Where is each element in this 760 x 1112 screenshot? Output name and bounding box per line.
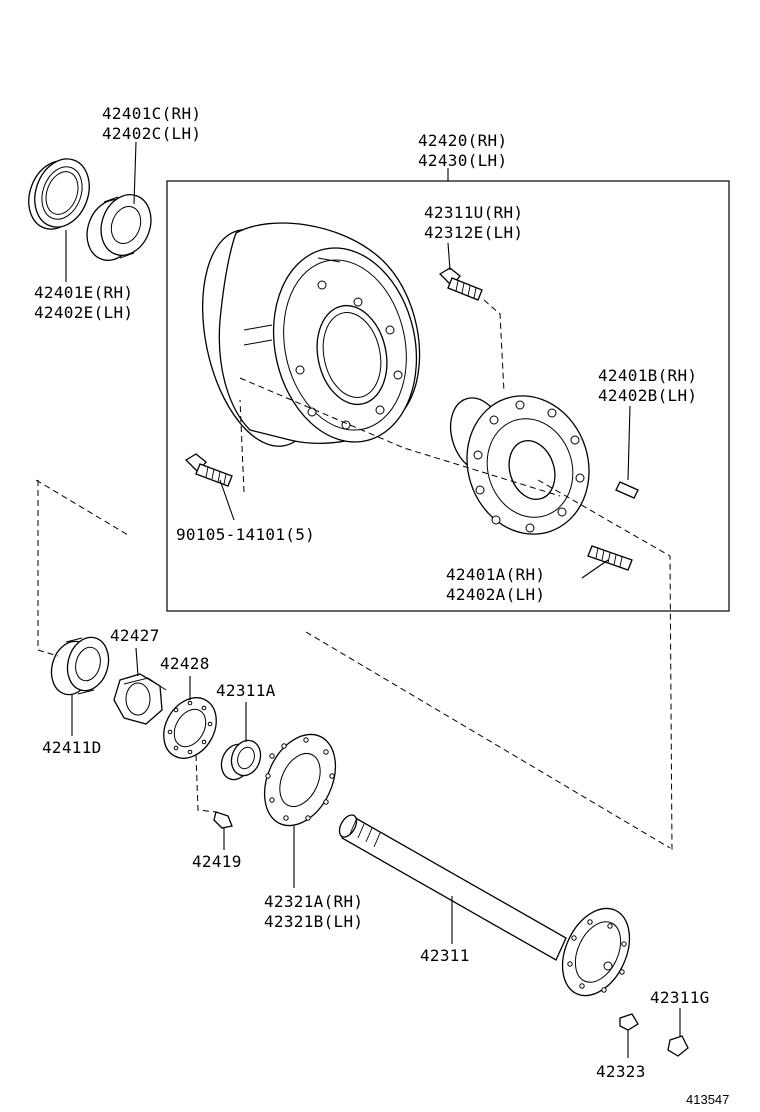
bearing-42411D[interactable] [46,633,115,700]
label-42401A: 42401A(RH) [446,565,545,584]
label-42321B: 42321B(LH) [264,912,363,931]
bearing-cone-42401C[interactable] [79,188,159,268]
label-42311U: 42311U(RH) [424,203,523,222]
label-42420: 42420(RH) [418,131,507,150]
label-42312E: 42312E(LH) [424,223,523,242]
label-42401E: 42401E(RH) [34,283,133,302]
leader-lines [65,141,681,1058]
oil-seal-42311A[interactable] [217,736,266,783]
brake-drum-42420[interactable] [184,219,433,457]
outer-seal-42401E[interactable] [20,151,99,237]
lock-nut-42427[interactable] [113,673,167,725]
screw-42419[interactable] [213,811,233,829]
label-42402E: 42402E(LH) [34,303,133,322]
label-42311: 42311 [420,946,470,965]
reference-number: 413547 [686,1092,729,1107]
drum-bolt-42311U[interactable] [438,267,483,301]
label-42321A: 42321A(RH) [264,892,363,911]
label-90105: 90105-14101(5) [176,525,315,544]
axle-shaft-42311[interactable] [336,812,643,1006]
label-42402A: 42402A(LH) [446,585,545,604]
hub-stud-42401B[interactable] [615,481,639,499]
cone-washer-42323[interactable] [619,1013,639,1031]
label-42427: 42427 [110,626,160,645]
label-42311G: 42311G [650,988,710,1007]
label-42311A: 42311A [216,681,276,700]
label-42430: 42430(LH) [418,151,507,170]
part-labels: 42401C(RH) 42402C(LH) 42401E(RH) 42402E(… [34,104,729,1107]
hub-bolt-90105[interactable] [184,453,233,487]
label-42401B: 42401B(RH) [598,366,697,385]
hub-stud-42401A[interactable] [587,545,633,571]
gasket-42321A[interactable] [251,723,350,837]
label-42401C: 42401C(RH) [102,104,201,123]
axle-hub[interactable] [442,380,607,550]
label-42402B: 42402B(LH) [598,386,697,405]
assembly-lines [35,299,673,853]
lock-washer-42428[interactable] [153,688,227,767]
label-42402C: 42402C(LH) [102,124,201,143]
nut-42311G[interactable] [667,1035,689,1057]
label-42428: 42428 [160,654,210,673]
label-42323: 42323 [596,1062,646,1081]
label-42411D: 42411D [42,738,102,757]
label-42419: 42419 [192,852,242,871]
